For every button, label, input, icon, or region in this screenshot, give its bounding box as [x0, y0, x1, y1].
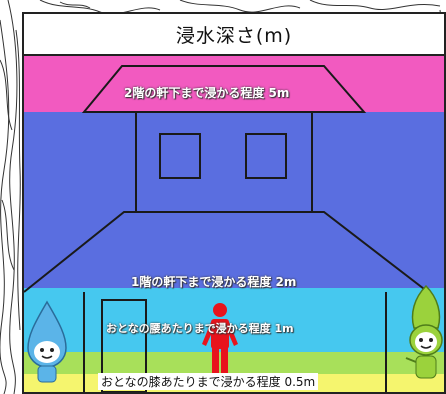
water-drop-mascot-icon: [27, 300, 67, 383]
band-2m: [24, 112, 444, 288]
figure-title: 浸水深さ(m): [24, 14, 444, 56]
depth-label-2m: 1階の軒下まで浸かる程度 2m: [131, 275, 297, 289]
leaf-mascot-icon: [405, 284, 443, 379]
depth-label-1m: おとなの腰あたりまで浸かる程度 1m: [106, 322, 294, 335]
depth-label-5m: 2階の軒下まで浸かる程度 5m: [124, 86, 290, 100]
band-05m: [24, 352, 444, 374]
depth-label-05m: おとなの膝あたりまで浸かる程度 0.5m: [98, 373, 319, 390]
house-outline: [24, 65, 429, 392]
adult-person-icon: [202, 303, 238, 380]
depth-scale-panel: 浸水深さ(m): [22, 12, 446, 394]
